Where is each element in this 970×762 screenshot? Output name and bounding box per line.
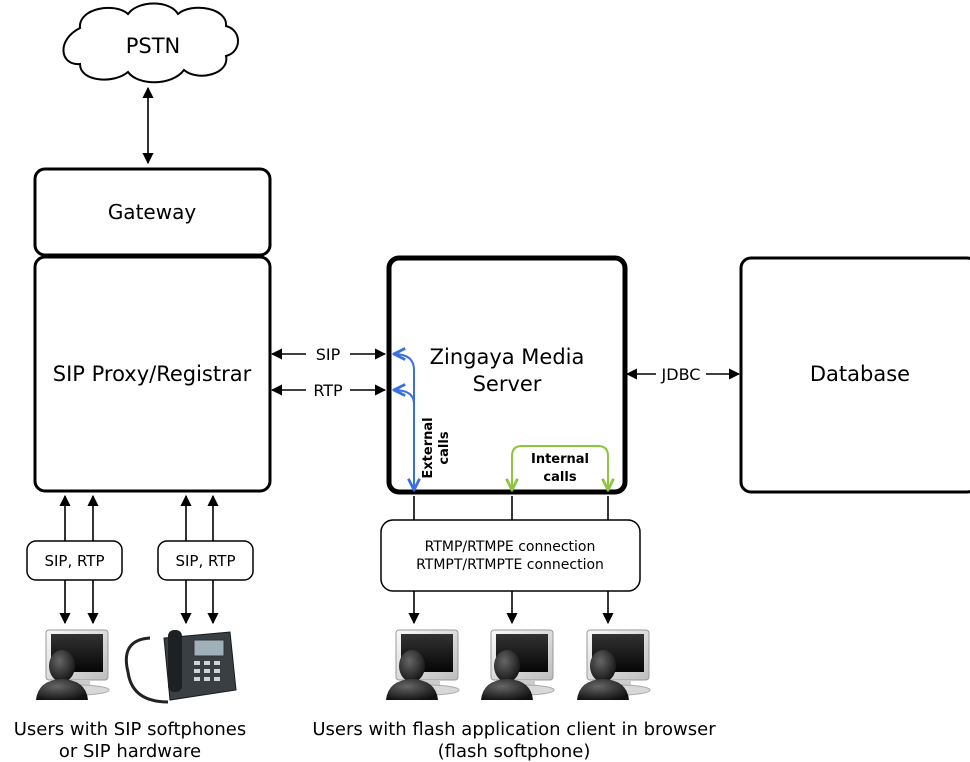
internal-calls-label-2: calls	[543, 470, 576, 485]
flash-user-2	[480, 629, 555, 701]
rtp-edge-label: RTP	[313, 381, 343, 400]
flash-user-1	[385, 629, 460, 701]
external-calls-label-2: calls	[437, 431, 452, 464]
gateway-label: Gateway	[108, 200, 197, 224]
gateway-box: Gateway	[33, 167, 272, 257]
sip-rtp-box-left: SIP, RTP	[26, 540, 123, 581]
sip-softphone-user	[35, 629, 110, 701]
sip-edge: SIP	[270, 345, 387, 364]
sip-edge-label: SIP	[316, 345, 341, 364]
pstn-cloud: PSTN	[62, 2, 239, 84]
sip-proxy-box: SIP Proxy/Registrar	[33, 255, 272, 493]
media-server-box: Zingaya Media Server	[386, 255, 628, 495]
rtmp-box: RTMP/RTMPE connection RTMPT/RTMPTE conne…	[380, 519, 641, 592]
rtmp-line-2: RTMPT/RTMPTE connection	[416, 557, 604, 573]
external-calls-path: External calls	[394, 354, 452, 490]
jdbc-edge: JDBC	[625, 365, 741, 384]
sip-users-caption-1: Users with SIP softphones	[14, 719, 247, 740]
internal-calls-path: Internal calls	[512, 445, 608, 490]
sip-proxy-label: SIP Proxy/Registrar	[53, 362, 252, 386]
rtmp-links	[408, 496, 614, 625]
rtp-edge: RTP	[270, 381, 387, 400]
rtmp-line-1: RTMP/RTMPE connection	[425, 539, 596, 555]
external-calls-label-1: External	[421, 417, 436, 478]
internal-calls-label-1: Internal	[531, 452, 589, 467]
pstn-label: PSTN	[126, 34, 181, 58]
flash-users-caption-2: (flash softphone)	[438, 741, 591, 762]
flash-users-caption-1: Users with flash application client in b…	[312, 719, 716, 740]
jdbc-edge-label: JDBC	[661, 365, 701, 384]
sip-rtp-box-right: SIP, RTP	[157, 540, 254, 581]
sip-rtp-right-label: SIP, RTP	[175, 552, 235, 570]
sip-hardphone	[124, 630, 237, 704]
sip-users-links	[59, 494, 219, 625]
database-label: Database	[810, 362, 910, 386]
media-server-label-2: Server	[473, 372, 542, 396]
sip-rtp-left-label: SIP, RTP	[44, 552, 104, 570]
flash-user-3	[576, 629, 651, 701]
database-box: Database	[739, 256, 970, 494]
sip-users-caption-2: or SIP hardware	[59, 741, 201, 762]
media-server-label-1: Zingaya Media	[430, 345, 585, 369]
